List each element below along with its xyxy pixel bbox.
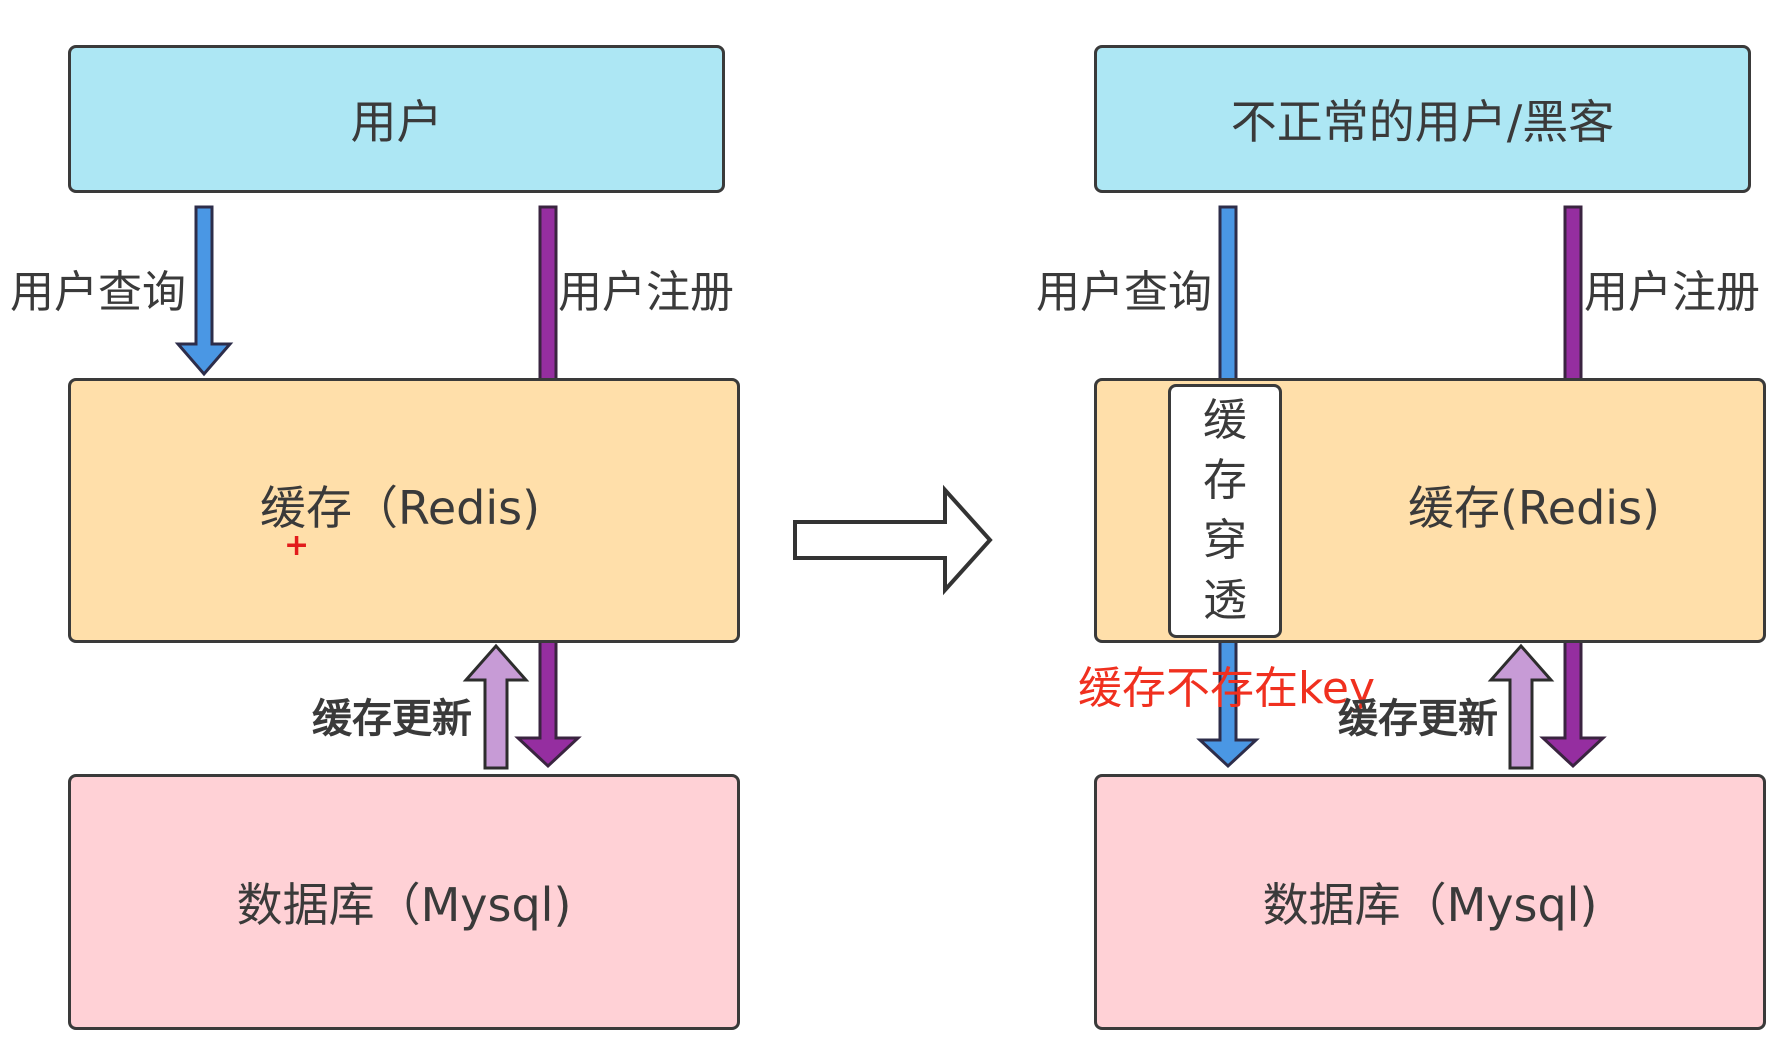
left-db-label: 数据库（Mysql) [236,878,572,932]
right-register-label: 用户注册 [1584,267,1760,318]
left-update-arrow [462,643,530,770]
right-user-label: 不正常的用户/黑客 [1230,95,1615,149]
penetration-char-4: 透 [1203,575,1247,626]
left-user-box: 用户 [68,45,725,193]
transition-arrow [793,484,993,596]
left-cache-box: 缓存（Redis) [68,378,740,643]
right-user-box: 不正常的用户/黑客 [1094,45,1751,193]
penetration-char-3: 穿 [1203,515,1247,566]
right-update-label: 缓存更新 [1338,696,1498,742]
penetration-char-1: 缓 [1203,395,1247,446]
cursor-crosshair: + [284,528,310,563]
left-db-box: 数据库（Mysql) [68,774,740,1030]
left-query-label: 用户查询 [10,267,186,318]
left-cache-label: 缓存（Redis) [259,480,541,535]
right-query-label: 用户查询 [1036,267,1212,318]
left-user-label: 用户 [350,95,443,149]
right-cache-label: 缓存(Redis) [1407,480,1661,535]
left-register-label: 用户注册 [558,267,734,318]
missing-key-label: 缓存不存在key [1078,663,1376,714]
penetration-char-2: 存 [1203,455,1247,506]
left-query-arrow [174,205,234,377]
left-update-label: 缓存更新 [312,696,472,742]
right-db-label: 数据库（Mysql) [1262,878,1598,932]
right-db-box: 数据库（Mysql) [1094,774,1766,1030]
right-update-arrow [1487,643,1555,770]
cache-penetration-box: 缓 存 穿 透 [1168,384,1282,638]
